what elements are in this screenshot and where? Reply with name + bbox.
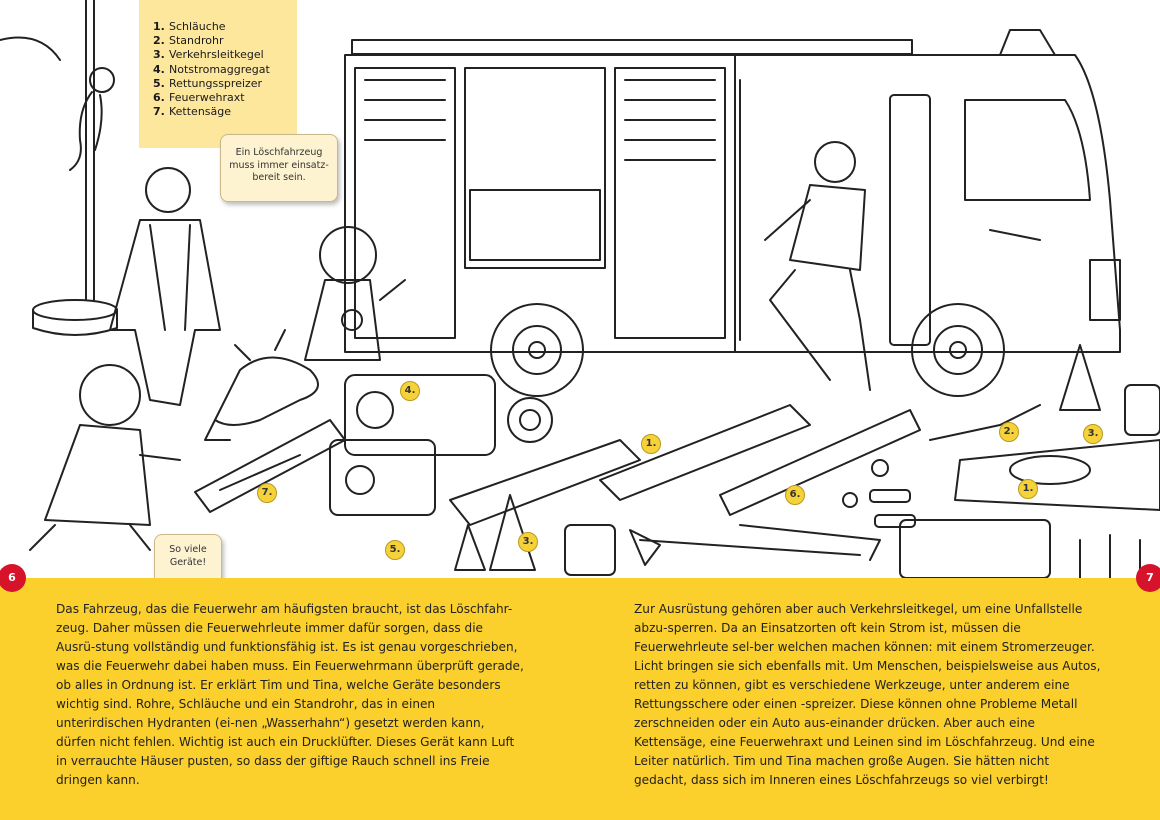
page-number-left: 6 [0, 564, 26, 592]
girl-figure [304, 226, 406, 361]
fire-truck [344, 29, 1121, 353]
firefighter-figure [764, 141, 871, 391]
marker-fire-axe: 6. [785, 485, 805, 505]
monkey-figure [69, 67, 115, 171]
speech-bubble-kid: So viele Geräte! [154, 534, 222, 584]
line-drawing [0, 0, 1160, 578]
legend-item: 4.Notstromaggregat [153, 62, 270, 76]
legend-item: 3.Verkehrsleitkegel [153, 48, 264, 62]
fire-pole [0, 0, 118, 336]
legend-item: 1.Schläuche [153, 20, 226, 33]
marker-traffic-cone: 3. [518, 532, 538, 552]
marker-hoses: 1. [1018, 479, 1038, 499]
marker-traffic-cone: 3. [1083, 424, 1103, 444]
marker-rescue-spreader: 5. [385, 540, 405, 560]
legend-item: 5.Rettungsspreizer [153, 76, 263, 90]
legend-item: 7.Kettensäge [153, 105, 232, 119]
legend-item: 2.Standrohr [153, 34, 224, 48]
speech-bubble-firefighter: Ein Löschfahrzeug muss immer einsatz-ber… [220, 134, 338, 202]
text-band [0, 578, 1160, 820]
firefighter-left-figure [109, 167, 221, 406]
equipment [194, 344, 1160, 578]
marker-hoses: 1. [641, 434, 661, 454]
truck-wheels [490, 303, 1005, 397]
marker-generator: 4. [400, 381, 420, 401]
legend-item: 6.Feuerwehraxt [153, 91, 245, 105]
marker-chainsaw: 7. [257, 483, 277, 503]
marker-standpipe: 2. [999, 422, 1019, 442]
boy-figure [29, 364, 181, 551]
dog-figure [204, 329, 319, 441]
body-text-left: Das Fahrzeug, das die Feuerwehr am häufi… [56, 602, 524, 787]
legend-list: 1.Schläuche 2.Standrohr 3.Verkehrsleitke… [153, 20, 297, 119]
equipment-legend: 1.Schläuche 2.Standrohr 3.Verkehrsleitke… [139, 0, 297, 148]
body-text-right: Zur Ausrüstung gehören aber auch Verkehr… [634, 602, 1101, 787]
page-number-right: 7 [1136, 564, 1160, 592]
